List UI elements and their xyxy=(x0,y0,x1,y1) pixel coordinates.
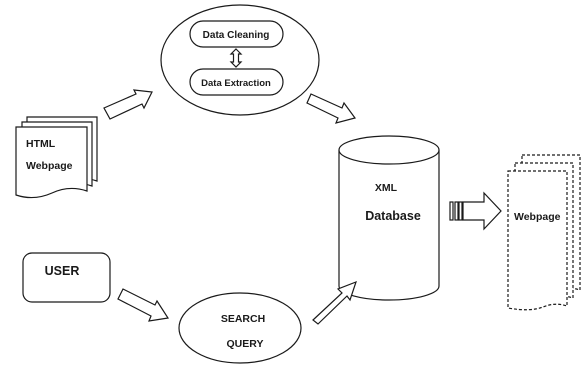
search-label: SEARCH xyxy=(221,313,265,325)
html-webpage-stack xyxy=(15,116,98,199)
database-label: Database xyxy=(365,209,421,223)
data-extraction-box xyxy=(189,68,284,96)
data-extraction-label: Data Extraction xyxy=(201,78,271,89)
arrow-query-to-database xyxy=(312,280,357,325)
arrow-html-to-processing xyxy=(103,89,153,120)
html-label: HTML xyxy=(26,138,56,150)
arrow-processing-to-database xyxy=(306,93,357,124)
user-box xyxy=(22,252,111,303)
search-query-ellipse xyxy=(178,292,302,364)
data-cleaning-box xyxy=(189,20,284,48)
html-webpage-label: Webpage xyxy=(26,160,73,172)
cleaning-extraction-connector xyxy=(229,48,243,68)
arrow-user-to-query xyxy=(117,288,170,322)
user-label: USER xyxy=(45,264,80,278)
query-label: QUERY xyxy=(227,338,264,350)
output-webpage-stack xyxy=(507,154,581,311)
output-webpage-label: Webpage xyxy=(514,211,561,223)
data-cleaning-label: Data Cleaning xyxy=(203,30,270,41)
arrow-database-to-webpage xyxy=(449,191,502,231)
xml-label: XML xyxy=(375,182,398,194)
